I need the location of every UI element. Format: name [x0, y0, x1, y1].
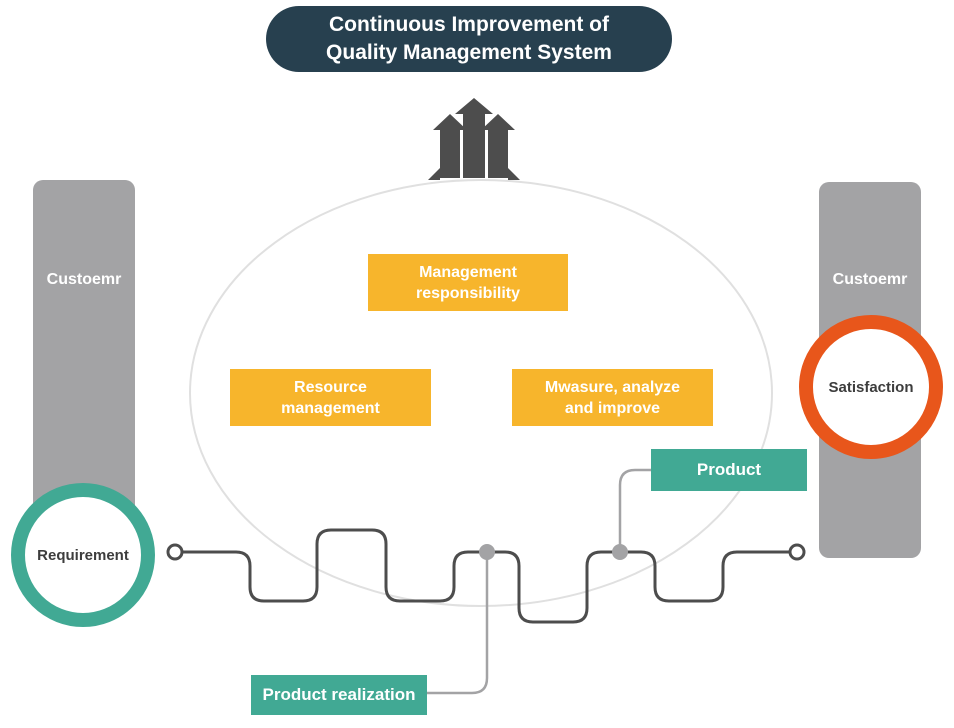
product-realization-connector: [424, 552, 489, 695]
product-realization-box: Product realization: [251, 675, 427, 715]
right-pillar-label: Custoemr: [832, 271, 908, 288]
resource-box-line-1: Resource: [294, 378, 367, 396]
management-box-line-2: responsibility: [415, 284, 521, 302]
process-wave-line: [182, 528, 789, 624]
measure-box-line-2: and improve: [564, 399, 661, 417]
left-pillar-label: Custoemr: [46, 271, 122, 288]
resource-management-box: Resource management: [230, 369, 431, 426]
requirement-ring: Requirement: [11, 483, 155, 627]
title-line-2: Quality Management System: [326, 41, 612, 64]
measure-analyze-improve-box: Mwasure, analyze and improve: [512, 369, 713, 426]
measure-box-line-1: Mwasure, analyze: [544, 378, 681, 396]
product-connector: [618, 468, 652, 552]
satisfaction-ring: Satisfaction: [799, 315, 943, 459]
product-node: [612, 544, 628, 560]
management-responsibility-box: Management responsibility: [368, 254, 568, 311]
product-realization-label: Product realization: [262, 685, 416, 704]
resource-box-line-2: management: [281, 399, 380, 417]
product-box: Product: [651, 449, 807, 491]
satisfaction-label: Satisfaction: [828, 378, 914, 396]
requirement-label: Requirement: [37, 546, 129, 564]
management-box-line-1: Management: [419, 263, 517, 281]
title-banner: Continuous Improvement of Quality Manage…: [266, 6, 672, 72]
flow-end-node: [788, 543, 806, 561]
qms-cycle-ellipse: [189, 179, 773, 607]
title-line-1: Continuous Improvement of: [329, 13, 609, 36]
product-label: Product: [696, 460, 762, 479]
flow-start-node: [166, 543, 184, 561]
product-realization-node: [479, 544, 495, 560]
